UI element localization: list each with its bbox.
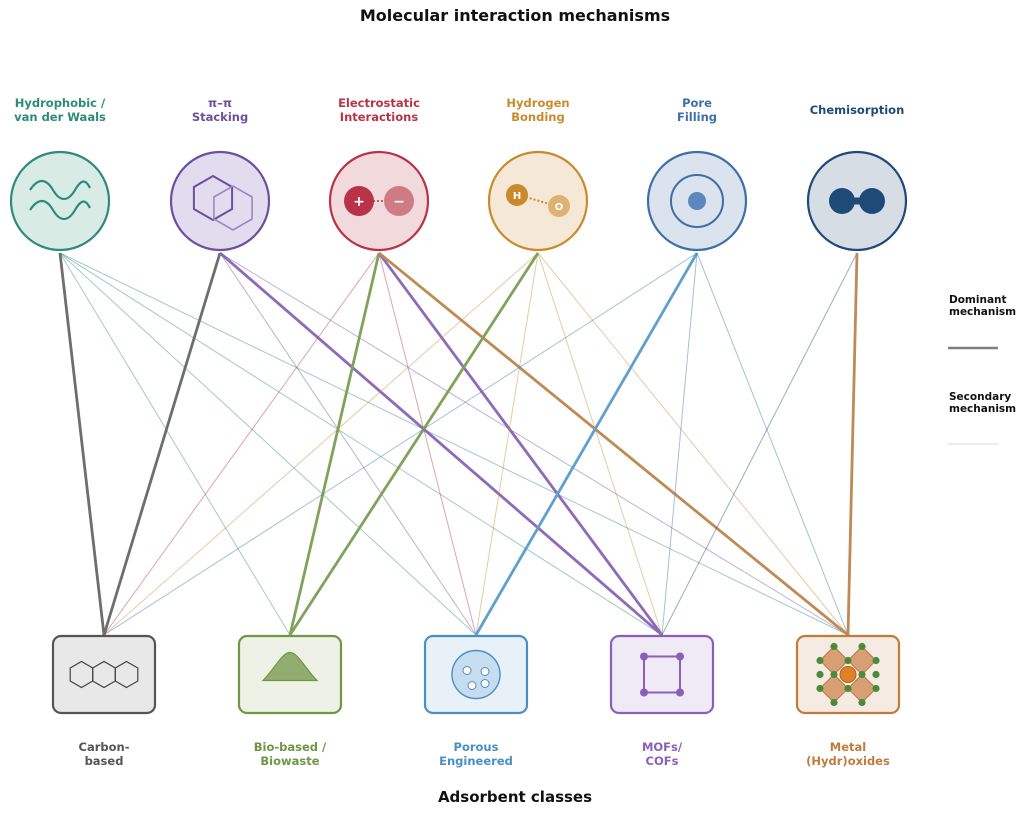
link-pipi-carbon [102, 252, 222, 636]
link-electrostatic-porous [378, 252, 477, 636]
link-hydrophobic-metal [59, 252, 849, 636]
mechanism-node-pipi [169, 150, 271, 252]
adsorbent-label-bio: Bio-based / Biowaste [253, 740, 327, 768]
link-pipi-metal [219, 252, 849, 636]
diagram-title: Molecular interaction mechanisms [359, 6, 671, 25]
link-hbond-porous [475, 252, 539, 636]
pore-particle-icon [451, 649, 501, 700]
mechanism-label-hbond: Hydrogen Bonding [506, 96, 570, 124]
framework-icon [640, 652, 684, 697]
pore-icon [670, 174, 724, 228]
link-hbond-carbon [103, 252, 539, 636]
link-pore-mof [661, 252, 698, 636]
adsorbent-box [609, 634, 715, 715]
mechanism-node-pore [646, 150, 748, 252]
link-hydrophobic-bio [59, 252, 291, 636]
adsorbent-label-porous: Porous Engineered [439, 740, 513, 768]
legend-lines [948, 346, 998, 445]
adsorbent-node-carbon [51, 634, 157, 715]
o-atom-label: O [555, 202, 564, 213]
mechanism-label-pore: Pore Filling [676, 96, 718, 124]
link-electrostatic-mof [377, 252, 664, 636]
link-layer [58, 251, 859, 637]
adsorbent-label-carbon: Carbon- based [78, 740, 130, 768]
link-electrostatic-bio [288, 252, 381, 636]
link-pore-porous [474, 252, 699, 636]
link-chemi-metal [846, 252, 859, 636]
link-electrostatic-metal [378, 251, 849, 637]
hexagon-icon [192, 174, 253, 231]
h-bond-icon: HO [506, 184, 570, 217]
link-hydrophobic-porous [59, 252, 477, 636]
lattice-icon [816, 642, 880, 707]
mechanism-label-hydrophobic: Hydrophobic / van der Waals [14, 96, 106, 124]
mechanism-node-hydrophobic [9, 150, 111, 252]
link-pore-carbon [103, 252, 698, 636]
mechanism-label-pipi: π–π Stacking [191, 96, 249, 124]
mechanism-node-electrostatic: +− [328, 150, 430, 252]
adsorbent-label-metal: Metal (Hydr)oxides [806, 740, 890, 768]
link-hbond-mof [537, 252, 663, 636]
link-electrostatic-carbon [103, 252, 380, 636]
link-pore-metal [696, 252, 849, 636]
adsorbent-label-mof: MOFs/ COFs [641, 740, 683, 768]
minus-sign: − [393, 194, 405, 210]
adsorbent-node-layer [51, 634, 901, 715]
leaf-mound-icon [261, 651, 319, 682]
link-hydrophobic-mof [59, 252, 663, 636]
graphene-icon [69, 660, 139, 689]
dumbbell-icon [829, 188, 885, 214]
legend-dominant-label: Dominant mechanism [949, 294, 1017, 318]
plus-sign: + [353, 194, 365, 210]
adsorbent-node-mof [609, 634, 715, 715]
mechanism-label-electrostatic: Electrostatic Interactions [338, 96, 420, 124]
mechanism-circle [169, 150, 271, 252]
link-chemi-mof [661, 252, 858, 636]
adsorbent-node-porous [423, 634, 529, 715]
mechanism-node-layer: +−HO [9, 150, 908, 252]
legend-secondary-label: Secondary mechanism [949, 391, 1017, 415]
mechanism-circle [9, 150, 111, 252]
wave-icon [29, 179, 91, 221]
mechanism-node-chemi [806, 150, 908, 252]
link-pipi-porous [219, 252, 477, 636]
adsorbent-node-bio [237, 634, 343, 715]
charge-icon: +− [344, 186, 414, 216]
mechanism-node-hbond: HO [487, 150, 589, 252]
link-pipi-mof [219, 251, 663, 637]
h-atom-label: H [513, 191, 521, 202]
adsorbent-box [51, 634, 157, 715]
mechanism-label-chemi: Chemisorption [809, 103, 905, 117]
adsorbent-node-metal [795, 634, 901, 715]
adsorbent-classes-title: Adsorbent classes [437, 788, 593, 806]
link-hbond-metal [537, 252, 849, 636]
link-hbond-bio [288, 252, 540, 636]
link-hydrophobic-carbon [58, 252, 106, 636]
